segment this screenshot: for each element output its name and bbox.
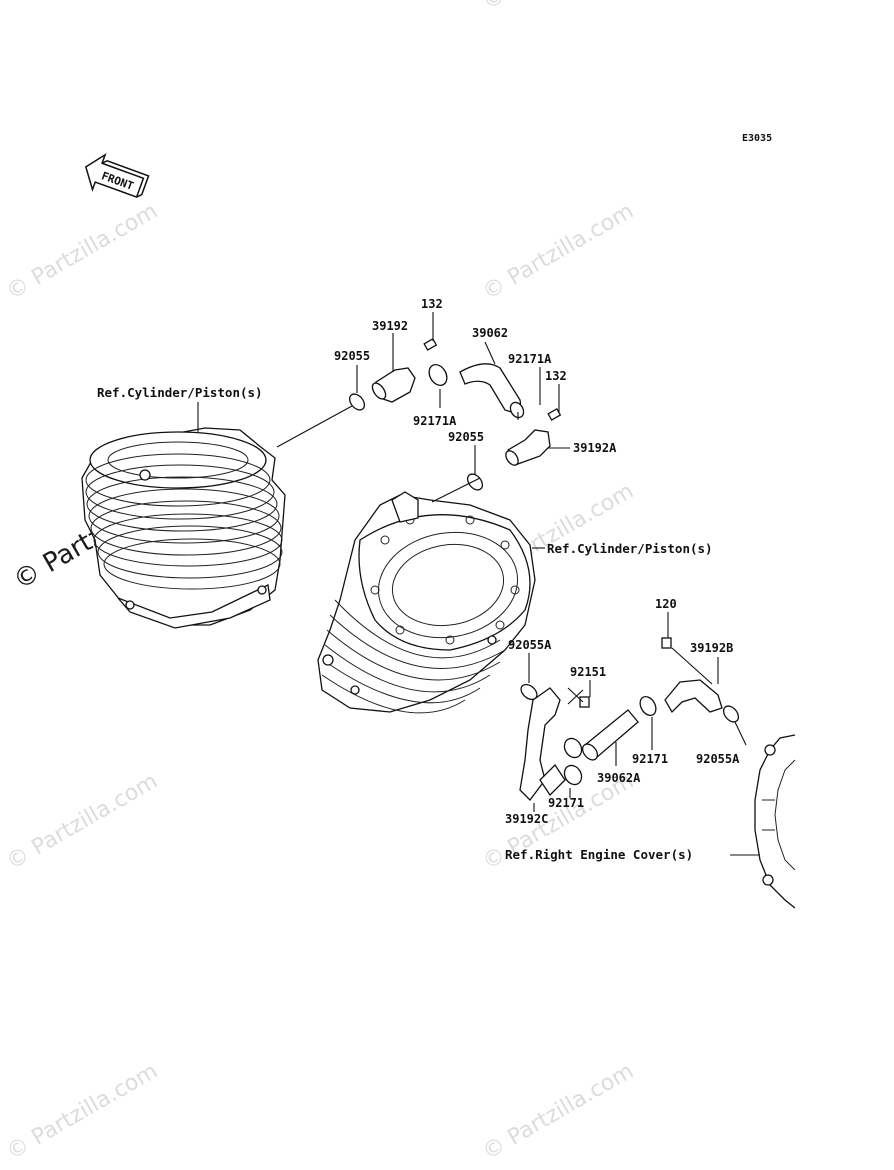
clamp-92171A-b [509,401,525,419]
label-92055-top: 92055 [334,349,370,363]
diagram-code: E3035 [742,133,772,144]
clamp-92171-a [563,737,583,759]
ref-cylinder-left: Ref.Cylinder/Piston(s) [97,385,263,400]
label-92055A-left: 92055A [508,638,552,652]
fitting-39192B [664,679,723,714]
oring-92055-top [348,393,366,411]
label-132-right: 132 [545,369,567,383]
watermark-4: © Partzilla.com [3,769,163,876]
leader-lines [197,312,760,856]
label-39192: 39192 [372,319,408,333]
engine-cover-drawing [754,734,796,909]
label-92171A-bottom: 92171A [413,414,457,428]
label-92055A-right: 92055A [696,752,740,766]
upper-hose-assembly [348,338,562,491]
clamp-92171-c [639,696,657,716]
watermark-7: © Partzilla.com [479,1059,639,1166]
front-arrow-icon: FRONT [84,152,150,199]
label-39192A: 39192A [573,441,617,455]
clamp-92171-b [563,764,583,786]
label-92171A-right: 92171A [508,352,552,366]
label-39192B: 39192B [690,641,733,655]
watermark-2: © Partzilla.com [479,199,639,306]
watermark-1: © Partzilla.com [3,199,163,306]
label-39192C: 39192C [505,812,548,826]
labels: Ref.Cylinder/Piston(s) Ref.Cylinder/Pist… [97,297,740,862]
left-cylinder-drawing [81,427,286,629]
lower-hose-assembly [519,637,740,801]
bolt-120 [661,637,672,649]
label-39062: 39062 [472,326,508,340]
label-132-top: 132 [421,297,443,311]
oring-92055A-right [722,705,740,723]
clamp-92171A-a [428,364,448,386]
right-cylinder-drawing [317,491,536,714]
label-92171-bottom: 92171 [548,796,584,810]
watermark-8: © Partzilla.com [479,0,639,15]
label-39062A: 39062A [597,771,641,785]
label-92171-mid: 92171 [632,752,668,766]
bolt-132-top [423,338,438,351]
label-120: 120 [655,597,677,611]
label-92055-mid: 92055 [448,430,484,444]
fitting-39192A [507,429,551,466]
fitting-39192C [519,687,561,801]
ref-cylinder-right: Ref.Cylinder/Piston(s) [547,541,713,556]
watermark-6: © Partzilla.com [3,1059,163,1166]
bolt-92151 [579,696,590,708]
ref-engine-cover: Ref.Right Engine Cover(s) [505,847,693,862]
label-92151: 92151 [570,665,606,679]
